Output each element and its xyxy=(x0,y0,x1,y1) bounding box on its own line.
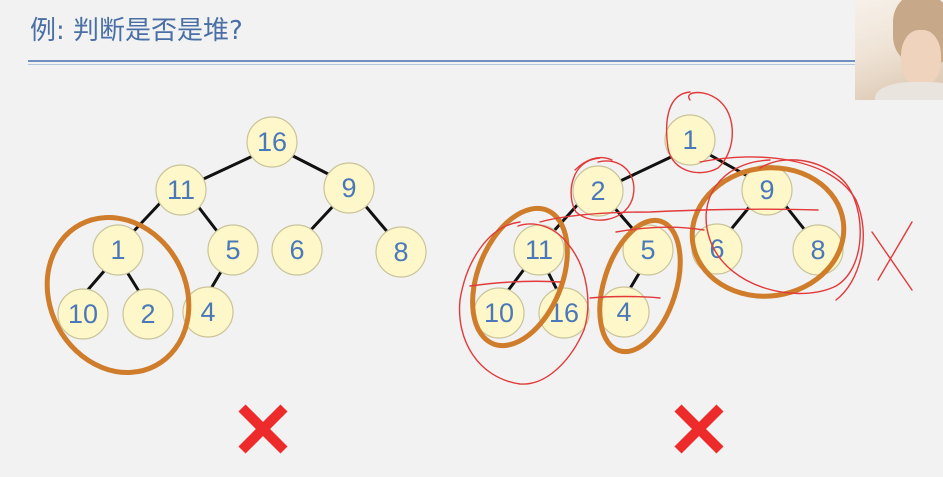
right-node-7: 10 xyxy=(473,287,525,339)
left-node-0: 16 xyxy=(246,116,298,168)
edge-9-8 xyxy=(361,201,392,237)
red-strike-mid xyxy=(615,226,705,233)
svg-text:9: 9 xyxy=(341,173,356,203)
red-scribble-left-subtree xyxy=(458,221,589,385)
left-node-8: 2 xyxy=(122,288,174,340)
right-node-0: 1 xyxy=(664,114,716,166)
right-node-6: 8 xyxy=(792,224,844,276)
svg-text:11: 11 xyxy=(525,235,553,265)
right-node-9: 4 xyxy=(598,286,650,338)
edge-1-2 xyxy=(125,270,142,295)
left-node-6: 8 xyxy=(375,226,427,278)
title-divider-thin xyxy=(28,64,855,65)
right-node-2: 9 xyxy=(741,164,793,216)
right-node-4: 5 xyxy=(622,224,674,276)
edge-11-1 xyxy=(130,198,165,235)
right-highlight-ellipse-middle xyxy=(597,217,683,355)
svg-text:8: 8 xyxy=(393,237,408,267)
left-node-7: 10 xyxy=(57,288,109,340)
presenter-webcam-overlay xyxy=(855,0,943,100)
svg-text:10: 10 xyxy=(484,298,514,328)
red-strike-left xyxy=(469,280,561,287)
right-node-1: 2 xyxy=(572,165,624,217)
edge-1-9r xyxy=(708,153,753,180)
svg-text:5: 5 xyxy=(640,235,655,265)
edge-9-6 xyxy=(306,201,338,235)
red-handwritten-x-icon xyxy=(871,221,913,291)
svg-text:11: 11 xyxy=(167,175,195,205)
presenter-face xyxy=(901,30,941,86)
svg-text:16: 16 xyxy=(257,127,287,157)
red-scribble-subtree9-outer xyxy=(699,156,864,301)
right-tree: 1 2 9 11 5 6 8 10 16 4 xyxy=(458,91,913,385)
svg-text:1: 1 xyxy=(110,235,125,265)
red-scribble-subtree9 xyxy=(705,159,861,295)
red-pen-annotations xyxy=(458,91,913,385)
red-strike-bottom xyxy=(589,295,661,299)
right-highlight-ellipse-left xyxy=(470,205,570,349)
presenter-shoulder xyxy=(875,82,943,100)
left-node-1: 11 xyxy=(155,164,207,216)
right-node-5: 6 xyxy=(691,223,743,275)
right-verdict-x-icon xyxy=(674,404,724,454)
svg-text:2: 2 xyxy=(140,299,155,329)
edge-11-10r xyxy=(505,266,527,294)
edge-11-5 xyxy=(195,203,222,237)
svg-text:2: 2 xyxy=(590,176,605,206)
svg-text:10: 10 xyxy=(68,299,98,329)
svg-text:6: 6 xyxy=(289,235,304,265)
left-node-5: 6 xyxy=(271,224,323,276)
edge-1-10 xyxy=(84,268,107,294)
svg-text:1: 1 xyxy=(682,125,697,155)
svg-text:4: 4 xyxy=(200,297,215,327)
page-title: 例: 判断是否是堆? xyxy=(30,16,243,46)
right-highlight-ellipse-right xyxy=(689,165,847,299)
left-node-9: 4 xyxy=(182,286,234,338)
red-strike-top xyxy=(539,208,819,223)
edge-1-2r xyxy=(614,155,673,185)
svg-text:8: 8 xyxy=(810,235,825,265)
red-scribble-root xyxy=(665,91,733,174)
svg-text:6: 6 xyxy=(709,234,724,264)
svg-text:4: 4 xyxy=(616,297,631,327)
title-divider xyxy=(28,60,855,62)
left-node-2: 9 xyxy=(323,162,375,214)
left-tree: 16 11 9 1 5 6 8 10 2 4 xyxy=(44,116,427,376)
edge-16-11 xyxy=(195,153,257,184)
left-node-3: 1 xyxy=(92,224,144,276)
right-node-3: 11 xyxy=(513,224,565,276)
left-verdict-x-icon xyxy=(238,404,288,454)
svg-text:9: 9 xyxy=(759,175,774,205)
svg-text:5: 5 xyxy=(225,235,240,265)
left-highlight-ellipse xyxy=(44,214,192,376)
left-node-4: 5 xyxy=(207,224,259,276)
red-scribble-node2 xyxy=(570,156,635,221)
